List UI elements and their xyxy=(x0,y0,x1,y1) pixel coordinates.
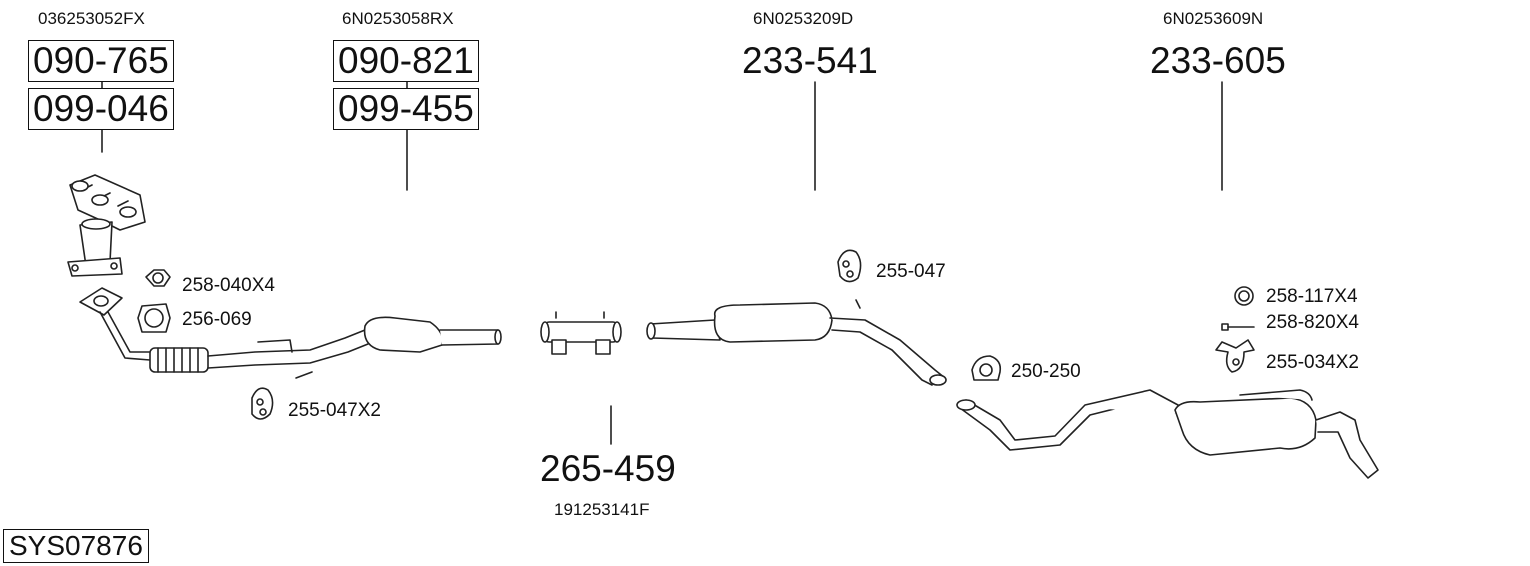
part-number-box[interactable]: 090-821 xyxy=(333,40,479,82)
rubber-hanger-icon xyxy=(1215,339,1255,373)
connector-part xyxy=(540,311,622,355)
part-number-box[interactable]: 099-046 xyxy=(28,88,174,130)
part-number-box[interactable]: 099-455 xyxy=(333,88,479,130)
system-code-box: SYS07876 xyxy=(3,529,149,563)
rear-silencer-part xyxy=(956,389,1379,479)
clamp-icon xyxy=(971,355,1002,381)
part-number-box[interactable]: 090-765 xyxy=(28,40,174,82)
nut-icon xyxy=(145,269,171,287)
accessory-label-ring[interactable]: 258-117X4 xyxy=(1266,286,1358,307)
accessory-label-nut[interactable]: 258-040X4 xyxy=(182,275,275,296)
oem-number: 6N0253209D xyxy=(753,9,854,28)
accessory-label-clamp[interactable]: 250-250 xyxy=(1011,361,1081,382)
gasket-icon xyxy=(137,303,171,333)
ring-icon xyxy=(1234,286,1254,306)
accessory-label-bolt[interactable]: 258-820X4 xyxy=(1266,312,1359,333)
accessory-label-gasket[interactable]: 256-069 xyxy=(182,309,252,330)
oem-number: 036253052FX xyxy=(38,9,145,28)
accessory-label-rear-hanger[interactable]: 255-034X2 xyxy=(1266,352,1359,373)
part-number[interactable]: 233-541 xyxy=(742,40,878,81)
hanger-icon xyxy=(251,387,274,420)
part-number[interactable]: 233-605 xyxy=(1150,40,1286,81)
flange-part xyxy=(79,287,123,316)
accessory-label-hanger-mid[interactable]: 255-047 xyxy=(876,261,946,282)
hanger-icon-mid xyxy=(837,249,862,283)
middle-silencer-part xyxy=(646,299,947,386)
bolt-icon xyxy=(1221,323,1255,331)
part-number[interactable]: 265-459 xyxy=(540,448,676,489)
oem-number: 6N0253609N xyxy=(1163,9,1264,28)
oem-number: 6N0253058RX xyxy=(342,9,454,28)
accessory-label-hanger[interactable]: 255-047X2 xyxy=(288,400,381,421)
oem-number: 191253141F xyxy=(554,500,650,519)
front-pipe-part xyxy=(99,311,369,379)
manifold-part xyxy=(67,174,146,277)
catalyst-part xyxy=(363,316,502,353)
